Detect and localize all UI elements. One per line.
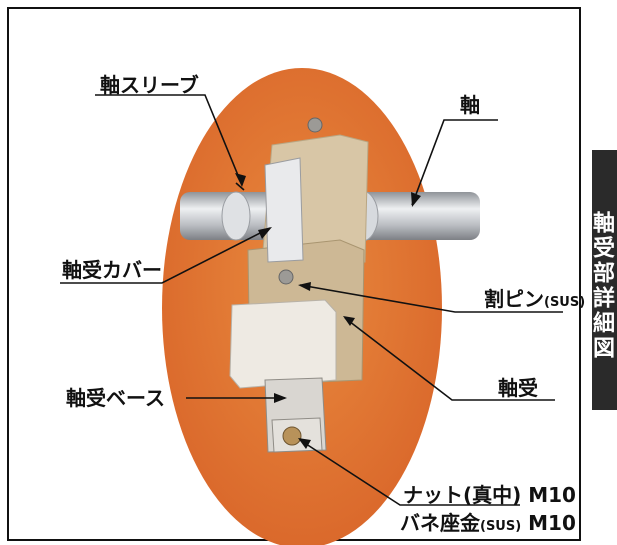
split-pin-material: (SUS) xyxy=(544,295,586,310)
split-pin-text: 割ピン xyxy=(484,287,544,311)
label-bearing: 軸受 xyxy=(498,376,538,400)
label-bearing-base: 軸受ベース xyxy=(66,386,165,410)
label-shaft: 軸 xyxy=(460,93,480,117)
bearing-cover xyxy=(264,157,304,263)
washer-size: M10 xyxy=(521,511,576,535)
label-split-pin: 割ピン(SUS) xyxy=(484,289,585,309)
label-nut: ナット(真中) M10 xyxy=(403,483,576,507)
washer-text: バネ座金 xyxy=(400,511,480,535)
label-shaft-sleeve: 軸スリーブ xyxy=(100,73,199,97)
side-tab-title: 軸受部詳細図 xyxy=(592,150,617,410)
washer-material: (SUS) xyxy=(480,519,522,534)
bearing-front xyxy=(229,299,337,389)
label-spring-washer: バネ座金(SUS) M10 xyxy=(400,513,576,533)
label-bearing-cover: 軸受カバー xyxy=(62,258,162,282)
